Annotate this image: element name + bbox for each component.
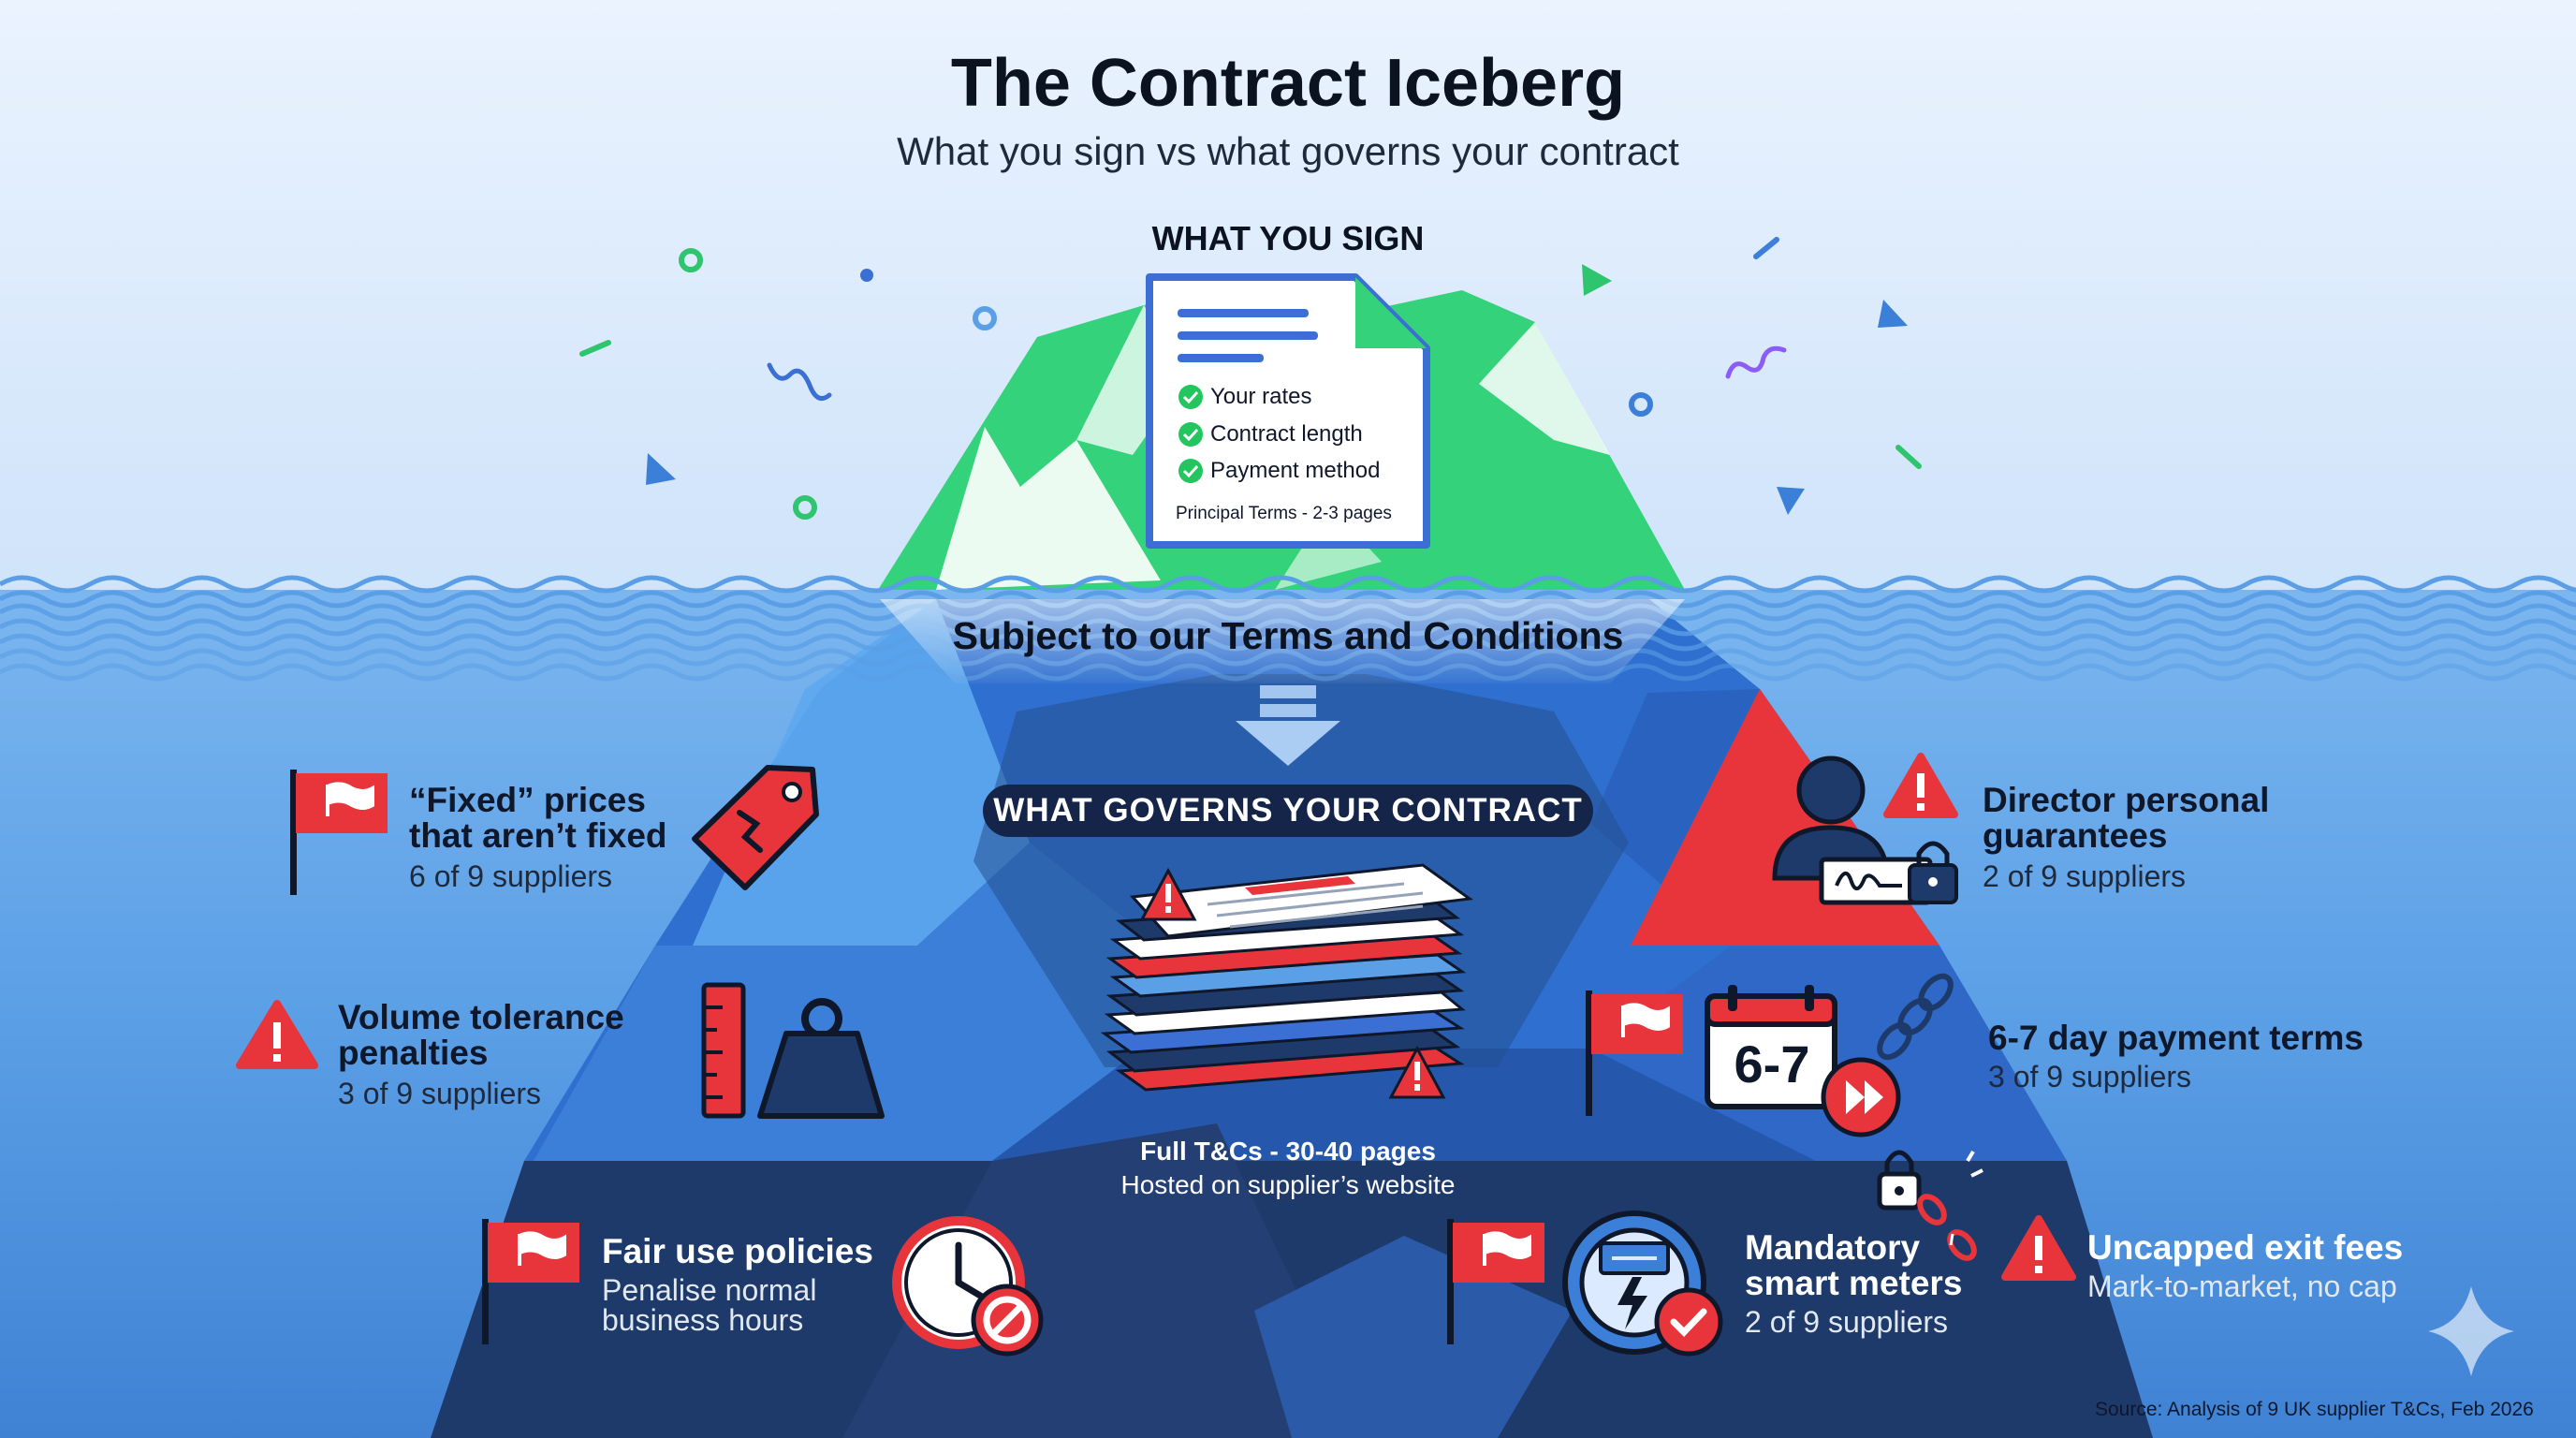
page-title: The Contract Iceberg bbox=[950, 46, 1626, 121]
confetti-decoration bbox=[579, 237, 1922, 520]
issue-title: guarantees bbox=[1983, 816, 2168, 855]
red-flag-icon bbox=[1447, 1219, 1544, 1344]
down-arrow-icon bbox=[1236, 685, 1340, 766]
issue-title: Director personal bbox=[1983, 781, 2270, 819]
what-governs-label: WHAT GOVERNS YOUR CONTRACT bbox=[983, 785, 1593, 837]
issue-title: penalties bbox=[338, 1034, 489, 1072]
issue-detail: 2 of 9 suppliers bbox=[1983, 859, 2187, 893]
document-item: Contract length bbox=[1210, 421, 1363, 447]
source-note: Source: Analysis of 9 UK supplier T&Cs, … bbox=[2095, 1399, 2534, 1420]
issue-detail: 3 of 9 suppliers bbox=[338, 1077, 542, 1110]
warning-icon bbox=[2001, 1215, 2076, 1281]
principal-terms-document bbox=[1146, 273, 1430, 549]
ruler-weight-icon bbox=[701, 982, 885, 1119]
smart-meter-icon bbox=[1562, 1211, 1723, 1357]
person-signature-lock-icon bbox=[1772, 756, 1958, 905]
broken-price-tag-icon bbox=[692, 765, 819, 890]
issue-detail: Penalise normal bbox=[602, 1273, 817, 1307]
sparkle-icon bbox=[2428, 1286, 2514, 1376]
issue-title: Mandatory bbox=[1745, 1228, 1921, 1267]
issue-detail: Mark-to-market, no cap bbox=[2087, 1269, 2397, 1303]
issue-detail: business hours bbox=[602, 1303, 804, 1337]
calendar-text: 6-7 bbox=[1734, 1034, 1810, 1093]
terms-stack-icon bbox=[1100, 863, 1473, 1099]
issue-detail: 6 of 9 suppliers bbox=[409, 859, 613, 893]
issue-detail: 2 of 9 suppliers bbox=[1745, 1305, 1949, 1339]
issue-detail: 3 of 9 suppliers bbox=[1988, 1060, 2192, 1093]
issue-title: that aren’t fixed bbox=[409, 816, 667, 855]
issue-title: Volume tolerance bbox=[338, 998, 624, 1036]
what-you-sign-heading: WHAT YOU SIGN bbox=[1151, 219, 1425, 257]
page-subtitle: What you sign vs what governs your contr… bbox=[897, 129, 1679, 173]
full-terms-caption: Full T&Cs - 30-40 pages bbox=[1140, 1137, 1436, 1166]
document-item: Your rates bbox=[1210, 384, 1312, 409]
red-flag-icon bbox=[290, 770, 388, 895]
document-item: Payment method bbox=[1210, 458, 1381, 483]
waterline-caption: Subject to our Terms and Conditions bbox=[952, 614, 1624, 657]
issue-title: smart meters bbox=[1745, 1264, 1963, 1302]
document-note: Principal Terms - 2-3 pages bbox=[1176, 504, 1392, 523]
issue-title: “Fixed” prices bbox=[409, 781, 646, 819]
issue-title: Fair use policies bbox=[602, 1232, 873, 1270]
broken-chain-lock-icon bbox=[1877, 1150, 1983, 1261]
full-terms-subcaption: Hosted on supplier’s website bbox=[1120, 1170, 1456, 1199]
issue-title: 6-7 day payment terms bbox=[1988, 1019, 2364, 1057]
red-flag-icon bbox=[1586, 990, 1683, 1116]
clock-prohibited-icon bbox=[892, 1216, 1044, 1357]
warning-icon bbox=[1883, 753, 1958, 818]
light-beam bbox=[880, 599, 1685, 683]
warning-icon bbox=[236, 1000, 318, 1069]
calendar-chain-icon bbox=[1705, 973, 1954, 1137]
issue-title: Uncapped exit fees bbox=[2087, 1228, 2404, 1267]
red-flag-icon bbox=[482, 1219, 579, 1344]
